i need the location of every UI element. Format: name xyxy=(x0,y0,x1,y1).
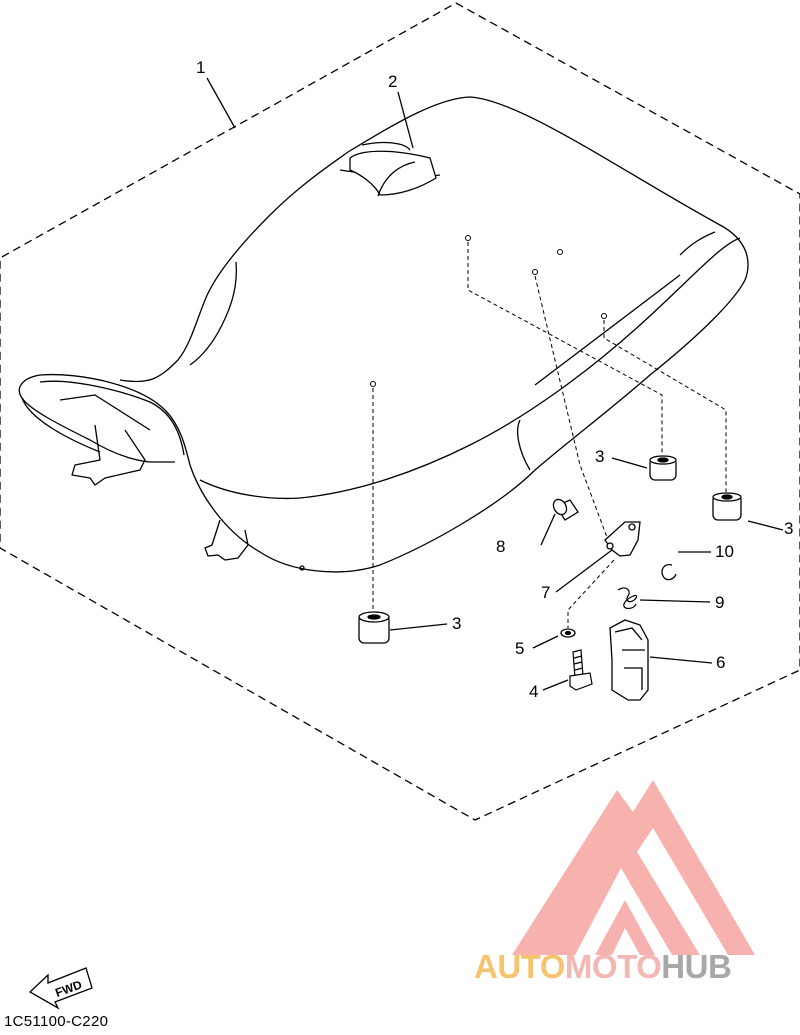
watermark-logo-icon xyxy=(512,780,755,955)
callout-6: 6 xyxy=(716,653,725,672)
callout-3-b: 3 xyxy=(784,519,793,538)
bracket-part-7 xyxy=(604,521,641,557)
callout-9: 9 xyxy=(715,593,724,612)
callout-4: 4 xyxy=(529,682,538,701)
clip-part-10 xyxy=(661,564,677,581)
watermark-auto: AUTO xyxy=(474,948,565,985)
callout-numbers: 1 2 3 3 3 4 5 6 7 8 9 10 xyxy=(196,58,793,701)
spring-part-9 xyxy=(617,587,638,610)
callout-8: 8 xyxy=(496,537,505,556)
assembly-boundary xyxy=(0,2,800,821)
callout-2: 2 xyxy=(388,72,397,91)
watermark-moto: MOTO xyxy=(564,948,662,985)
callout-10: 10 xyxy=(715,542,734,561)
callout-3-a: 3 xyxy=(595,447,604,466)
figure-code: 1C51100-C220 xyxy=(4,1013,109,1030)
washer-part-5 xyxy=(560,628,576,638)
damper-part-3 xyxy=(358,455,742,644)
callout-leaders xyxy=(206,77,784,691)
callout-3-c: 3 xyxy=(452,614,461,633)
dashed-leaders xyxy=(372,242,727,628)
callout-7: 7 xyxy=(541,583,550,602)
latch-part-6 xyxy=(609,619,649,701)
pin-part-8 xyxy=(552,498,579,521)
fwd-arrow-icon: FWD xyxy=(28,967,93,1010)
watermark-hub: HUB xyxy=(661,948,732,985)
callout-5: 5 xyxy=(515,639,524,658)
mounting-holes xyxy=(370,235,607,387)
bolt-part-4 xyxy=(569,649,593,691)
watermark-wordmark: AUTOMOTOHUB xyxy=(474,948,800,988)
strap-part-2 xyxy=(349,141,437,197)
callout-1: 1 xyxy=(196,58,205,77)
